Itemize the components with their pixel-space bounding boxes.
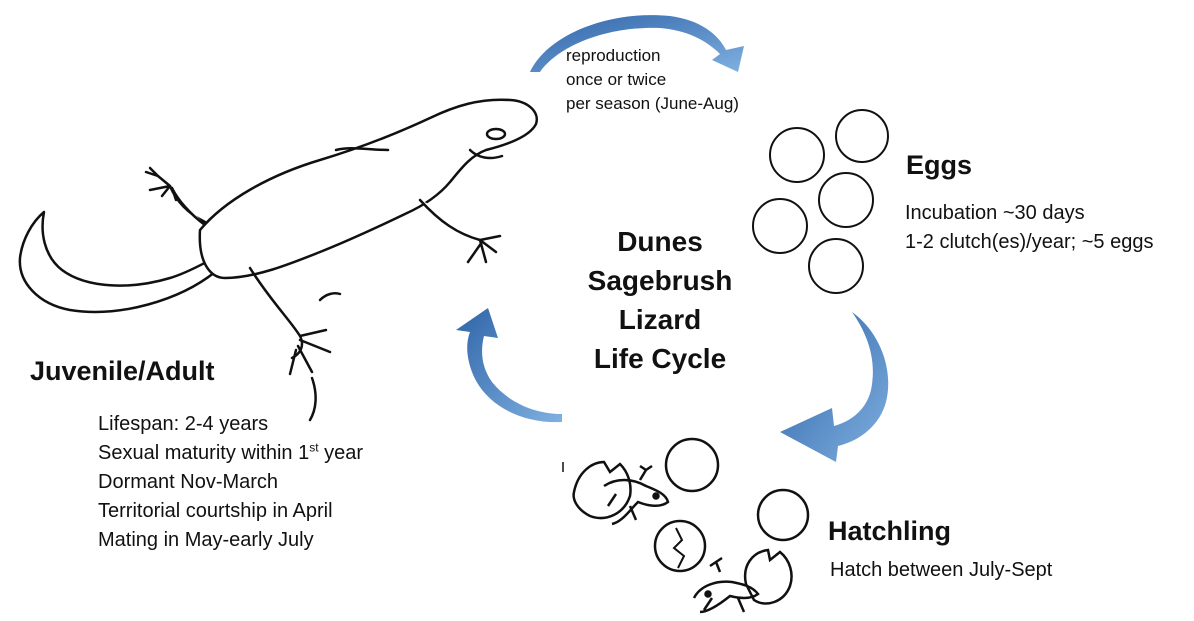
detail-line: Sexual maturity within 1st year [98,439,363,468]
title-line: Life Cycle [540,339,780,378]
lizard-tail [20,212,215,312]
lizard-eye [487,129,505,139]
hatchling-stage-title: Hatchling [828,516,951,547]
reproduction-note: reproduction once or twice per season (J… [566,44,739,116]
egg [809,239,863,293]
lizard-front-leg [420,200,500,262]
detail-text: year [319,442,363,464]
lizard-body [200,100,537,278]
detail-text: Sexual maturity within 1 [98,442,309,464]
detail-line: 1-2 clutch(es)/year; ~5 eggs [905,228,1153,257]
broken-egg-shell [745,550,791,604]
detail-line: Dormant Nov-March [98,468,363,497]
lizard-hind-leg [250,268,330,374]
egg [666,439,718,491]
detail-line: Mating in May-early July [98,526,363,555]
reproduction-line: once or twice [566,68,739,92]
detail-line: Territorial courtship in April [98,497,363,526]
adult-stage-title: Juvenile/Adult [30,356,215,387]
eggs-stage-details: Incubation ~30 days 1-2 clutch(es)/year;… [905,199,1153,257]
reproduction-line: per season (June-Aug) [566,92,739,116]
title-line: Sagebrush [540,261,780,300]
ordinal-suffix: st [309,440,318,454]
hatchling-stage-details: Hatch between July-Sept [830,556,1052,585]
egg [770,128,824,182]
detail-line: Hatch between July-Sept [830,556,1052,585]
egg [836,110,888,162]
hatchling-illustration [574,439,808,612]
title-line: Dunes [540,222,780,261]
egg [758,490,808,540]
broken-egg-shell [574,462,631,518]
arrow-eggs-to-hatchling [780,312,888,462]
reproduction-line: reproduction [566,44,739,68]
detail-line: Incubation ~30 days [905,199,1153,228]
detail-line: Lifespan: 2-4 years [98,410,363,439]
adult-stage-details: Lifespan: 2-4 years Sexual maturity with… [98,410,363,555]
egg [819,173,873,227]
eggs-stage-title: Eggs [906,150,972,181]
title-line: Lizard [540,300,780,339]
diagram-title: Dunes Sagebrush Lizard Life Cycle [540,222,780,378]
